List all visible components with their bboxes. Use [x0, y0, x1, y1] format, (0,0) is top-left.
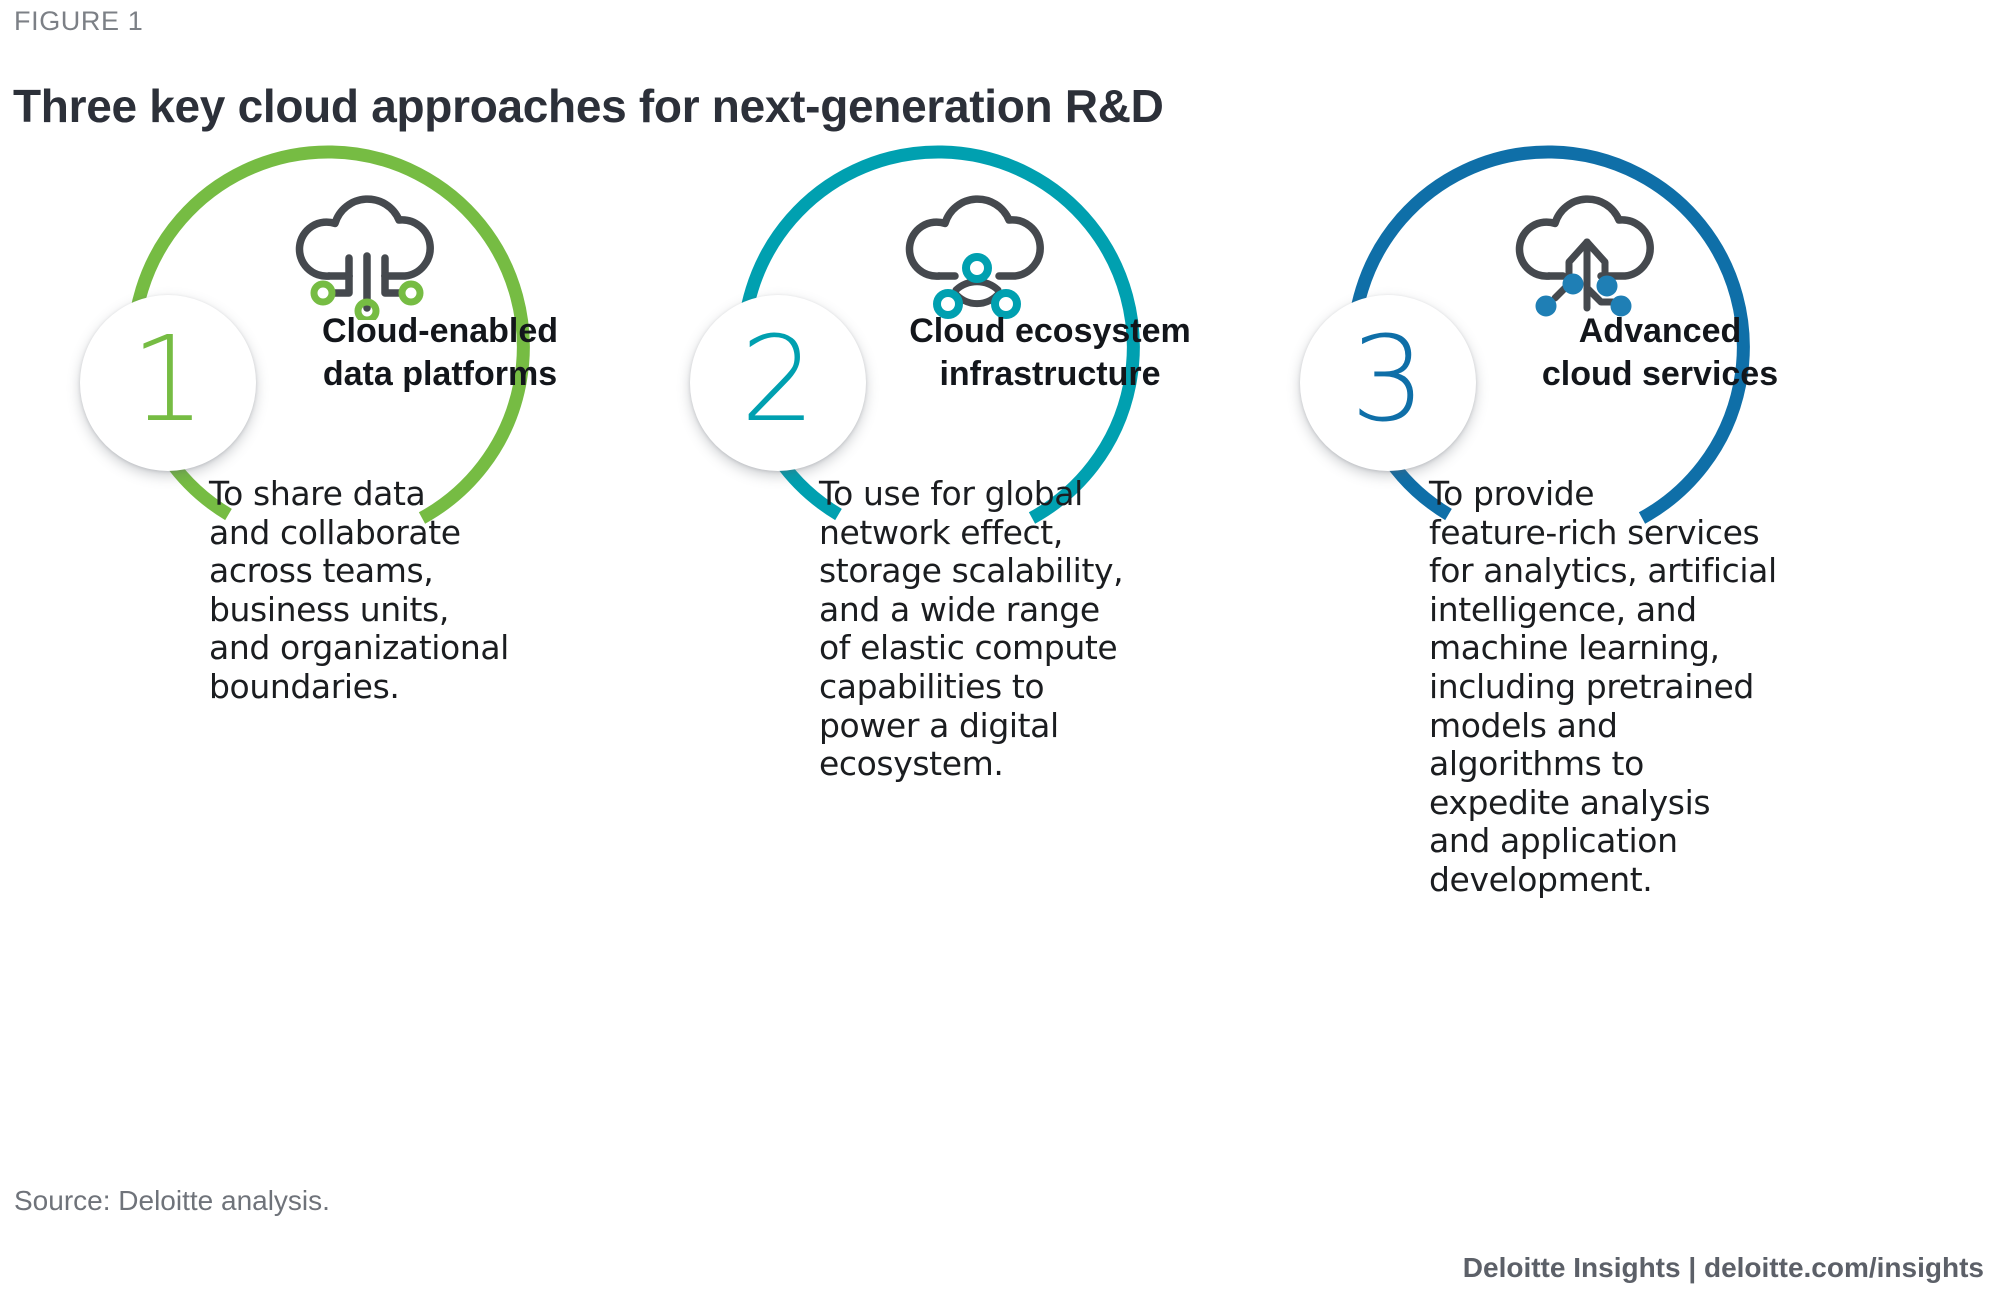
panel-body-line: expedite analysis [1429, 782, 1711, 822]
step-number-2: 2 [740, 310, 816, 448]
approach-panel-2: 2 Cloud ecosystem infrastructure To use … [655, 120, 1295, 1120]
panel-body-line: business units, [209, 589, 449, 629]
panel-body-line: intelligence, and [1429, 589, 1697, 629]
panel-body-line: across teams, [209, 551, 434, 591]
panel-body-line: models and [1429, 705, 1618, 745]
panel-body-line: algorithms to [1429, 744, 1644, 784]
panel-body-line: To use for global [819, 474, 1083, 513]
panel-heading-2: Cloud ecosystem infrastructure [815, 310, 1285, 395]
brand-attribution: Deloitte Insights | deloitte.com/insight… [1462, 1252, 1984, 1283]
panel-body-line: feature-rich services [1429, 512, 1760, 552]
page-title: Three key cloud approaches for next-gene… [13, 79, 1164, 132]
panel-body-line: development. [1429, 860, 1653, 900]
panel-body-line: and collaborate [209, 512, 461, 552]
panel-body-line: capabilities to [819, 667, 1045, 707]
panel-heading-3: Advanced cloud services [1425, 310, 1895, 395]
panel-body-line: To provide [1429, 474, 1595, 513]
panel-heading-line-2: data platforms [322, 354, 558, 393]
panel-body-line: storage scalability, [819, 551, 1124, 591]
panel-body-line: and a wide range [819, 589, 1100, 629]
panel-body-line: of elastic compute [819, 628, 1118, 668]
panel-heading-1: Cloud-enabled data platforms [205, 310, 675, 395]
panel-heading-line-1: Advanced [1578, 312, 1742, 350]
cloud-circuit-branches-icon [1513, 180, 1663, 320]
figure-label: FIGURE 1 [14, 6, 144, 36]
cloud-approaches-diagram: 1 Cloud-enabled data platforms [0, 120, 2000, 1120]
panel-body-line: network effect, [819, 512, 1063, 552]
panel-heading-line-1: Cloud ecosystem [909, 312, 1191, 350]
panel-body-line: power a digital [819, 705, 1059, 745]
step-number-badge-1: 1 [80, 295, 256, 471]
approach-panel-3: 3 Advanced cloud services To provi [1265, 120, 1905, 1120]
panel-body-line: and application [1429, 821, 1678, 861]
cloud-data-platform-icon [293, 180, 443, 324]
cloud-network-nodes-icon [903, 180, 1053, 320]
panel-body-line: including pretrained [1429, 667, 1754, 707]
panel-body-line: boundaries. [209, 667, 400, 707]
panel-heading-line-2: infrastructure [939, 354, 1161, 393]
panel-body-line: machine learning, [1429, 628, 1720, 668]
panel-body-line: ecosystem. [819, 744, 1004, 784]
step-number-3: 3 [1350, 310, 1426, 448]
step-number-1: 1 [130, 310, 206, 448]
step-number-badge-3: 3 [1300, 295, 1476, 471]
panel-body-line: and organizational [209, 628, 509, 668]
source-note: Source: Deloitte analysis. [14, 1185, 330, 1216]
panel-body-line: To share data [209, 474, 426, 513]
panel-body-line: for analytics, artificial [1429, 551, 1777, 591]
approach-panel-1: 1 Cloud-enabled data platforms [45, 120, 685, 1120]
panel-heading-line-2: cloud services [1541, 354, 1779, 393]
step-number-badge-2: 2 [690, 295, 866, 471]
panel-heading-line-1: Cloud-enabled [321, 312, 559, 350]
